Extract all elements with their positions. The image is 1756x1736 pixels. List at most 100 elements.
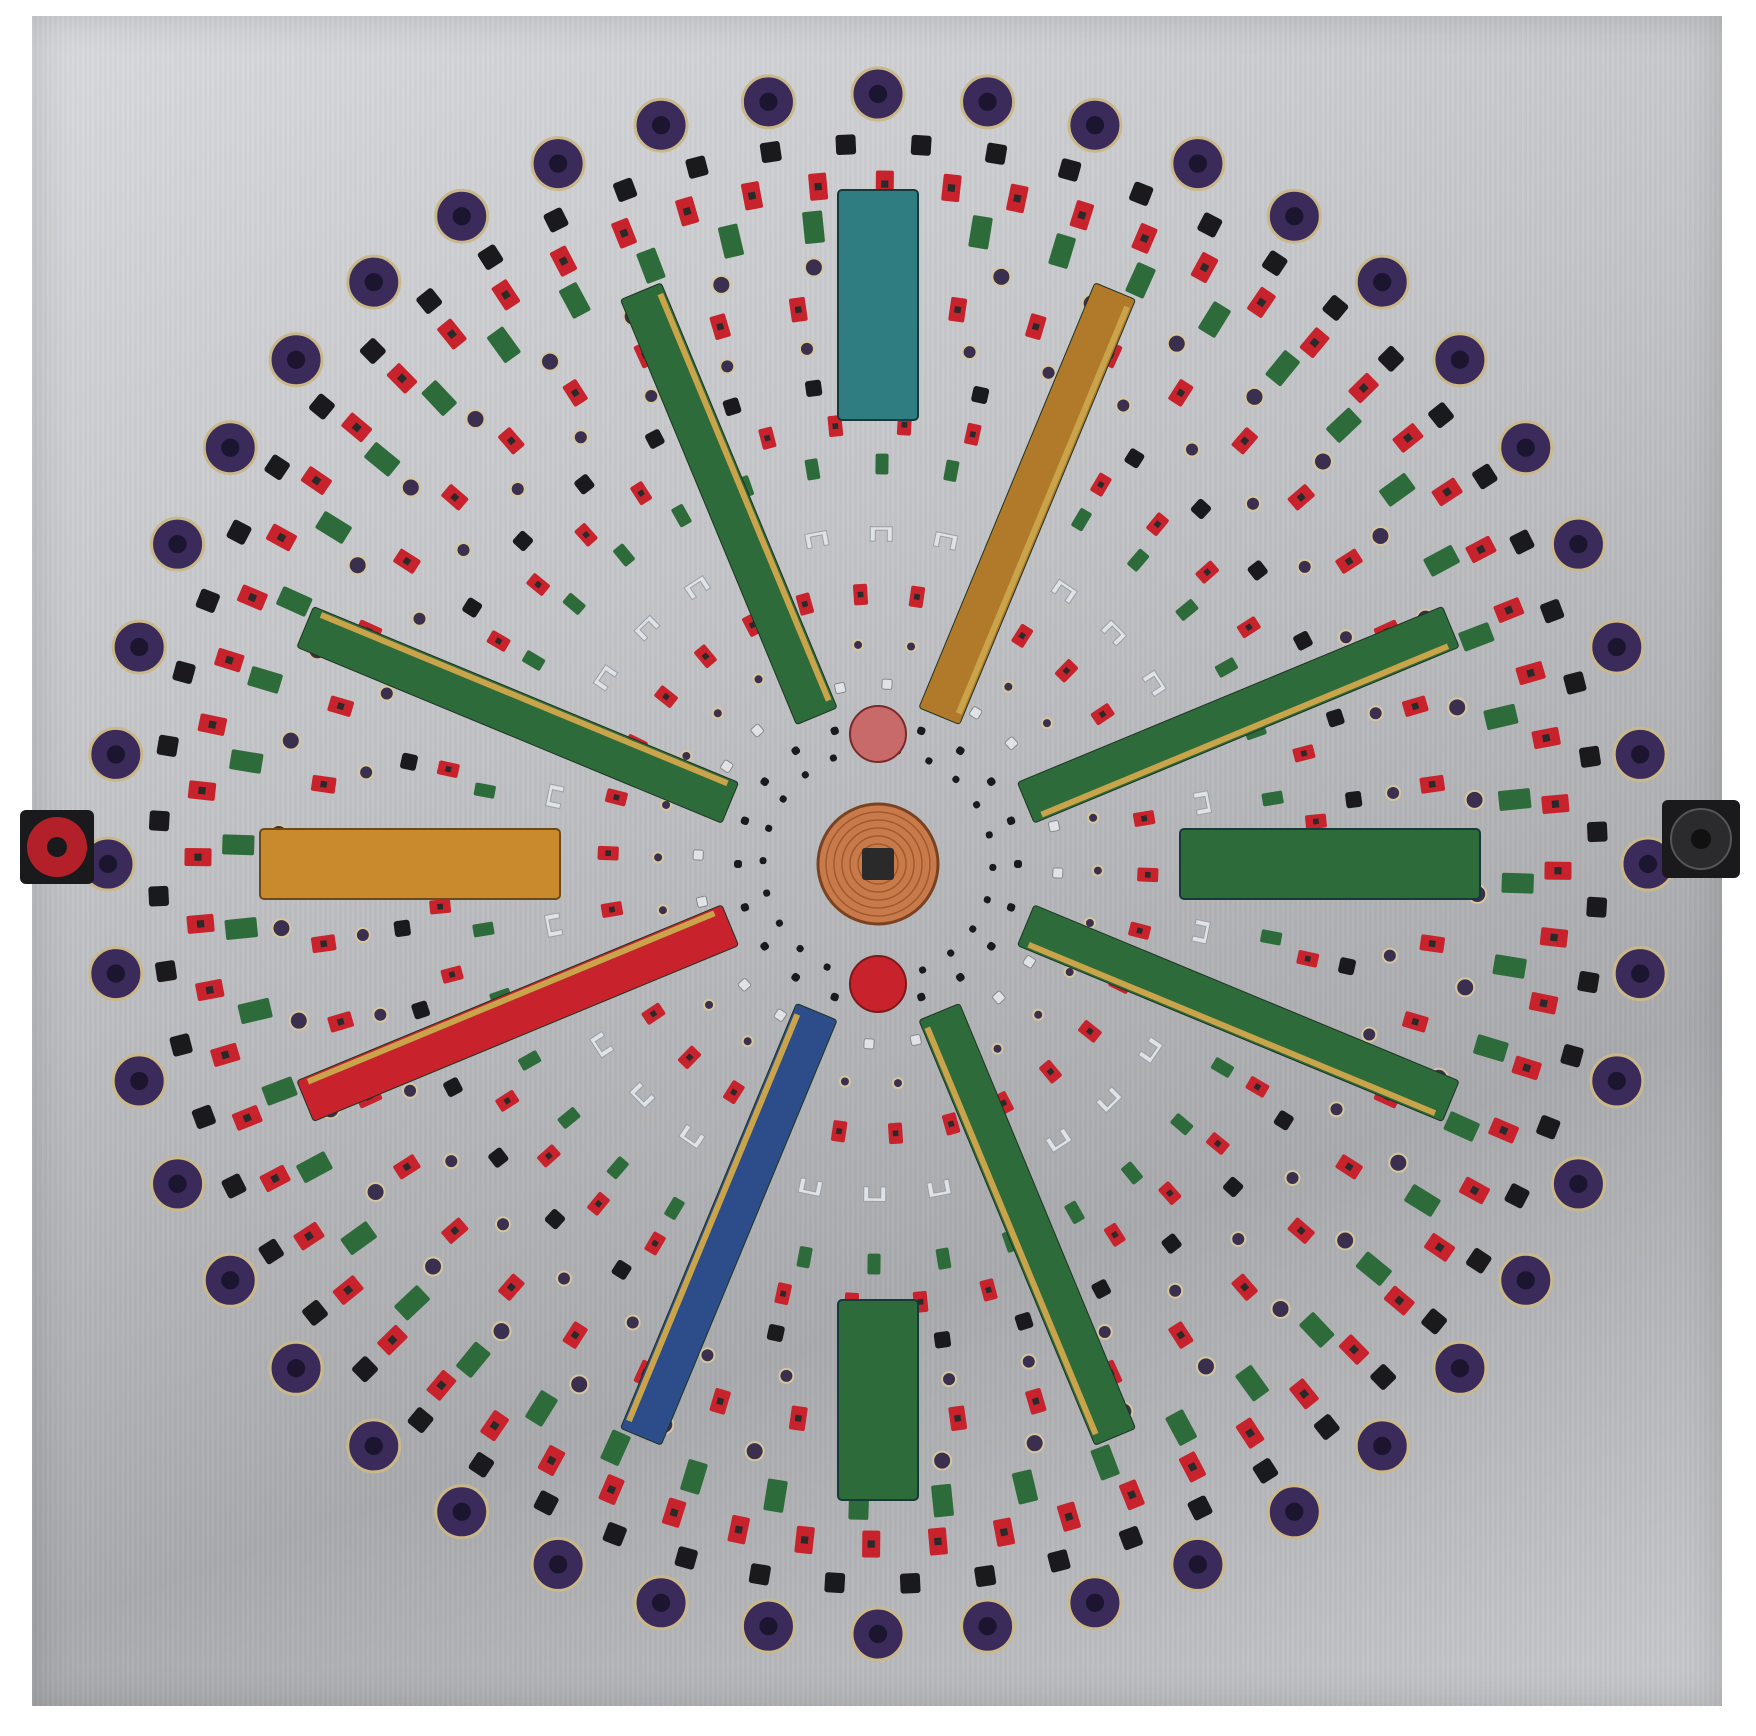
- green-breakout-board: [1497, 788, 1532, 811]
- right-main-board: [1179, 828, 1481, 900]
- keycap: [823, 963, 831, 971]
- green-breakout-board: [276, 586, 313, 617]
- keycap: [1006, 816, 1016, 826]
- ic-chip: [194, 853, 202, 861]
- ram-module-spoke: [1017, 606, 1459, 823]
- green-breakout-board: [1214, 657, 1238, 678]
- green-breakout-board: [671, 504, 692, 528]
- ic-chip: [546, 1455, 557, 1466]
- green-breakout-board: [487, 326, 521, 363]
- lilypad-chip: [452, 1502, 471, 1521]
- keycap: [1577, 971, 1600, 994]
- green-breakout-board: [968, 215, 993, 250]
- cpu-chip: [862, 848, 894, 880]
- ic-chip: [582, 530, 591, 539]
- ic-chip: [387, 1334, 398, 1346]
- keycap: [1563, 671, 1587, 695]
- coin-cell-holder: [699, 1347, 716, 1364]
- coin-cell-holder: [354, 927, 371, 944]
- green-breakout-board: [222, 834, 255, 856]
- lilypad-chip: [549, 1555, 568, 1574]
- coin-cell-holder: [852, 638, 865, 651]
- metal-bracket: [1191, 918, 1212, 945]
- keycap: [613, 177, 638, 202]
- keycap: [1378, 345, 1404, 372]
- ic-chip: [1046, 1067, 1055, 1076]
- ic-chip: [198, 786, 206, 795]
- ic-chip: [1253, 1083, 1262, 1091]
- ic-chip: [594, 1199, 603, 1208]
- component-rings: [80, 66, 1676, 1662]
- green-breakout-board: [867, 1253, 881, 1275]
- ic-chip: [1504, 605, 1514, 615]
- green-breakout-board: [296, 1151, 333, 1183]
- left-main-board: [259, 828, 561, 900]
- keycap: [760, 777, 770, 787]
- ic-chip: [1199, 262, 1210, 273]
- lilypad-chip: [1569, 1174, 1588, 1193]
- lilypad-chip: [651, 1593, 671, 1612]
- keycap: [488, 1147, 509, 1168]
- keycap: [955, 972, 965, 982]
- ic-chip: [544, 1151, 553, 1160]
- ic-chip: [1312, 818, 1320, 825]
- ic-chip: [534, 580, 543, 589]
- ic-chip: [445, 765, 452, 773]
- keycap: [1223, 1176, 1244, 1198]
- coin-cell-holder: [495, 1216, 512, 1233]
- tactile-switch: [1004, 736, 1019, 750]
- lilypad-chip: [1085, 116, 1105, 135]
- keycap: [763, 889, 771, 897]
- ic-chip: [1062, 666, 1071, 675]
- green-breakout-board: [394, 1285, 430, 1321]
- top-fan-hub: [849, 705, 907, 763]
- green-breakout-board: [1492, 954, 1527, 979]
- green-breakout-board: [261, 1076, 298, 1106]
- ic-chip: [402, 556, 412, 566]
- ic-chip: [857, 591, 864, 598]
- keycap: [544, 1209, 566, 1230]
- ic-chip: [729, 1088, 738, 1097]
- coin-cell-holder: [1335, 1230, 1356, 1251]
- keycap: [1472, 463, 1498, 490]
- coin-cell-holder: [411, 610, 428, 627]
- lilypad-chip: [1450, 1359, 1470, 1378]
- coin-cell-holder: [1385, 784, 1402, 801]
- coin-cell-holder: [905, 640, 918, 653]
- keycap: [1262, 250, 1288, 276]
- tactile-switch: [737, 978, 752, 992]
- lilypad-chip: [1569, 535, 1588, 554]
- keycap: [1579, 745, 1601, 768]
- metal-bracket: [543, 912, 564, 938]
- tactile-switch: [720, 759, 734, 773]
- green-breakout-board: [364, 442, 401, 477]
- coin-cell-holder: [1328, 1101, 1345, 1118]
- ic-chip: [1469, 1185, 1480, 1196]
- lilypad-chip: [1638, 854, 1658, 874]
- coin-cell-holder: [991, 266, 1012, 287]
- green-breakout-board: [1121, 1161, 1143, 1185]
- ram-module-spoke: [919, 1003, 1136, 1445]
- green-breakout-board: [1175, 599, 1199, 621]
- lilypad-chip: [1373, 1436, 1392, 1456]
- keycap: [1313, 1414, 1340, 1440]
- green-breakout-board: [247, 666, 283, 694]
- coin-cell-holder: [347, 555, 368, 576]
- tactile-switch: [992, 990, 1006, 1005]
- ic-chip: [1203, 568, 1212, 577]
- coin-cell-holder: [1002, 680, 1015, 693]
- ic-chip: [311, 475, 322, 486]
- keycap: [393, 919, 411, 937]
- coin-cell-holder: [1032, 1008, 1045, 1021]
- ic-chip: [558, 256, 569, 266]
- tactile-switch: [1047, 820, 1061, 833]
- ic-chip: [800, 1536, 809, 1544]
- green-breakout-board: [763, 1478, 788, 1513]
- coin-cell-holder: [961, 344, 978, 361]
- ic-chip: [1127, 1490, 1137, 1500]
- keycap: [1509, 529, 1535, 555]
- ic-chip: [336, 702, 345, 711]
- green-breakout-board: [522, 650, 546, 671]
- ic-chip: [999, 1527, 1009, 1537]
